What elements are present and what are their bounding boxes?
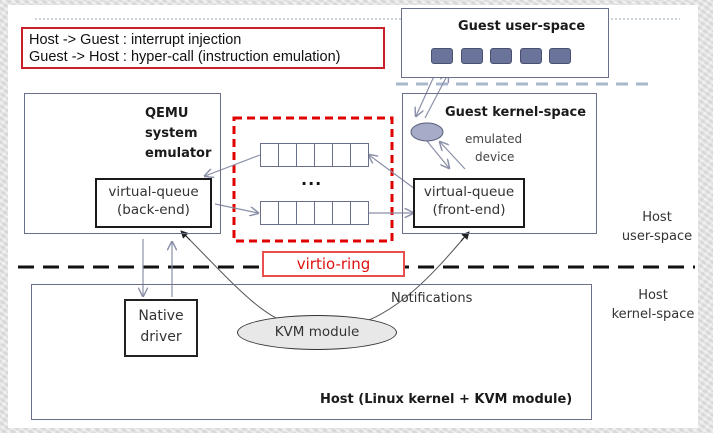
backend-line-1: virtual-queue <box>108 184 199 200</box>
virtual-queue-front-end: virtual-queue (front-end) <box>413 178 525 228</box>
host-user-space-line-2: user-space <box>621 229 693 244</box>
ring-cell <box>350 143 369 167</box>
arrow-frontend-to-top-queue <box>369 155 416 190</box>
legend-line-2: Guest -> Host : hyper-call (instruction … <box>29 49 341 65</box>
arrow-frontend-to-device <box>440 142 466 170</box>
host-user-space-line-1: Host <box>642 210 672 225</box>
qemu-title: QEMU system emulator <box>145 104 211 164</box>
ring-cell <box>350 201 369 225</box>
ring-ellipsis: ... <box>301 170 323 189</box>
host-box: Host (Linux kernel + KVM module) Notific… <box>31 284 592 420</box>
virtio-ring-region <box>232 116 394 243</box>
qemu-line-2: system <box>145 126 198 141</box>
process-block <box>431 48 453 64</box>
host-kernel-space-line-1: Host <box>638 288 668 303</box>
frontend-line-1: virtual-queue <box>423 184 515 200</box>
host-kernel-space-label: Host kernel-space <box>603 286 703 324</box>
qemu-line-3: emulator <box>145 146 212 161</box>
emulated-device-ellipse <box>410 122 444 142</box>
process-block <box>549 48 571 64</box>
legend-box: Host -> Guest : interrupt injection Gues… <box>21 27 385 69</box>
ring-cell <box>278 201 297 225</box>
arrow-device-to-user <box>424 74 448 119</box>
process-block <box>490 48 512 64</box>
ring-cell <box>278 143 297 167</box>
process-block <box>461 48 483 64</box>
host-user-space-label: Host user-space <box>612 208 702 246</box>
virtual-queue-back-end: virtual-queue (back-end) <box>95 178 212 228</box>
guest-kernel-space-box: Guest kernel-space emulated device <box>402 93 597 234</box>
native-driver-line-2: driver <box>140 329 182 345</box>
host-title: Host (Linux kernel + KVM module) <box>320 392 573 407</box>
guest-kernel-space-title: Guest kernel-space <box>445 105 587 120</box>
ring-cell <box>260 143 279 167</box>
ring-cell <box>296 143 315 167</box>
qemu-box: QEMU system emulator <box>24 93 221 234</box>
ring-cell <box>332 143 351 167</box>
emulated-device-label-2: device <box>475 150 515 164</box>
notification-arrow-backend <box>180 230 191 241</box>
virtio-ring-label: virtio-ring <box>262 251 405 277</box>
frontend-line-2: (front-end) <box>432 202 506 218</box>
native-driver-line-1: Native <box>138 308 184 324</box>
notifications-label: Notifications <box>391 291 473 306</box>
ring-cell <box>296 201 315 225</box>
backend-line-2: (back-end) <box>117 202 190 218</box>
ring-cell <box>260 201 279 225</box>
native-driver-box: Native driver <box>124 299 198 357</box>
arrow-backend-to-bottom-queue <box>214 203 258 213</box>
process-block <box>520 48 542 64</box>
host-kernel-space-line-2: kernel-space <box>611 307 695 322</box>
ring-cell <box>314 143 333 167</box>
arrow-device-to-frontend <box>426 140 449 168</box>
guest-user-space-box: Guest user-space <box>401 8 609 78</box>
arrow-user-to-device <box>416 73 436 116</box>
arrow-top-queue-to-qemu <box>205 154 261 176</box>
kvm-module-ellipse: KVM module <box>237 315 397 350</box>
ring-cell <box>332 201 351 225</box>
ring-cell <box>314 201 333 225</box>
qemu-line-1: QEMU <box>145 106 189 121</box>
emulated-device-label-1: emulated <box>465 132 523 146</box>
guest-user-space-title: Guest user-space <box>458 19 586 34</box>
legend-line-1: Host -> Guest : interrupt injection <box>29 32 242 48</box>
